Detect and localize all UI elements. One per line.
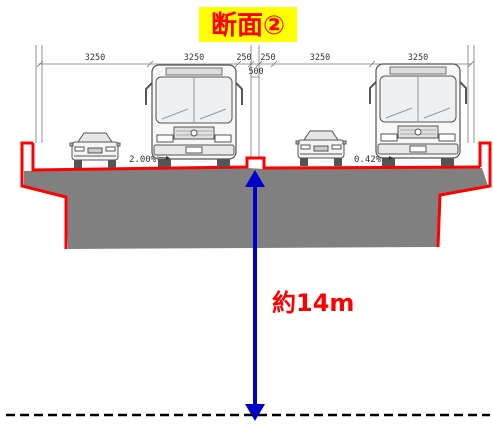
slope-arrow-icon — [156, 156, 167, 159]
slope-label-left: 2.00% — [129, 155, 157, 165]
title-text: 断面② — [211, 10, 285, 41]
arrow-up-icon — [245, 170, 265, 187]
right-parapet-outline — [436, 141, 492, 248]
dimension-label: 3250 — [184, 53, 204, 63]
section-title: 断面② — [199, 7, 297, 42]
median-dimension-label: 500 — [248, 67, 263, 77]
bus-icon — [369, 63, 467, 167]
dimension-label: 3250 — [310, 53, 330, 63]
dimension-label: 3250 — [85, 53, 105, 63]
slope-label-right: 0.42% — [354, 155, 382, 165]
slope-right: 0.42% — [354, 155, 393, 165]
deck-outline — [20, 141, 492, 249]
left-parapet-outline — [20, 141, 68, 249]
height-arrow — [245, 170, 265, 421]
car-icon — [295, 130, 347, 167]
slope-left: 2.00% — [129, 155, 170, 165]
dimension-labels: 3250 3250 250 250 3250 3250 500 — [85, 53, 428, 77]
height-label: 約14m — [272, 289, 354, 317]
dimension-label: 250 — [236, 53, 251, 63]
car-icon — [69, 132, 121, 169]
road-surface — [31, 143, 481, 172]
dimension-label: 3250 — [408, 53, 428, 63]
dimension-label: 250 — [260, 53, 275, 63]
arrow-down-icon — [245, 404, 265, 421]
bus-icon — [145, 64, 243, 168]
title-background — [199, 7, 297, 42]
